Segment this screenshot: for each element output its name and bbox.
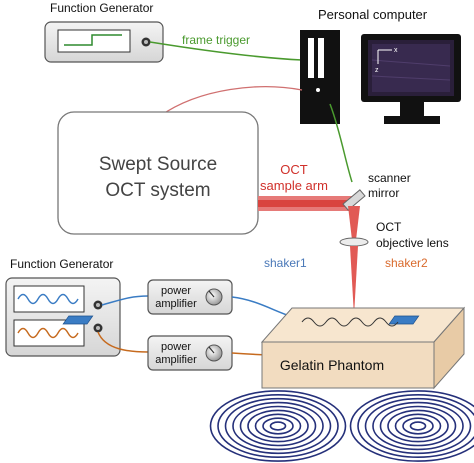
objective-label-line2: objective lens <box>376 236 449 250</box>
shaker1-plate <box>62 315 94 325</box>
scanner-control-cable <box>329 103 353 183</box>
gelatin-phantom <box>260 306 466 390</box>
oct-system-line1: Swept Source <box>99 154 217 175</box>
oct-system-box <box>57 111 259 235</box>
shaker1-label: shaker1 <box>264 256 307 270</box>
objective-label-line1: OCT <box>376 220 402 234</box>
wave-ring <box>387 409 449 443</box>
function-generator-left <box>5 277 121 357</box>
oct-downward-beam <box>348 206 360 240</box>
frame-trigger-cable <box>149 41 303 61</box>
phantom-label: Gelatin Phantom <box>280 357 384 373</box>
sample-arm-line2: sample arm <box>260 178 328 193</box>
wave-ring <box>239 405 317 447</box>
wave-ring <box>394 413 442 439</box>
shear-wave-trace <box>301 317 399 327</box>
wave-ring <box>357 394 474 458</box>
wave-ring <box>247 409 309 443</box>
fg-left-label: Function Generator <box>10 257 113 271</box>
wave-ring <box>217 393 339 458</box>
power-amplifier-1 <box>147 279 233 315</box>
amp2-label-line1: power <box>161 341 191 353</box>
wave-interference-pattern <box>209 390 474 462</box>
amp1-label-line2: amplifier <box>155 298 197 310</box>
pc-monitor: x z <box>361 34 461 124</box>
blue-signal-cable <box>101 295 149 306</box>
wave-ring <box>409 421 427 431</box>
shaker2-plate <box>388 315 420 325</box>
function-generator-top <box>44 21 164 63</box>
shaker2-label: shaker2 <box>385 256 428 270</box>
sample-arm-line1: OCT <box>280 162 308 177</box>
orange-signal-cable <box>97 331 149 353</box>
amp1-label-line1: power <box>161 285 191 297</box>
scanner-label-line1: scanner <box>368 171 411 185</box>
wave-ring <box>379 405 457 447</box>
oct-data-cable <box>159 86 303 117</box>
wave-ring <box>364 397 472 455</box>
amp2-label-line2: amplifier <box>155 354 197 366</box>
wave-ring <box>224 397 332 455</box>
wave-ring <box>209 390 347 462</box>
wave-ring <box>269 421 287 431</box>
axis-z-label: z <box>375 67 379 74</box>
wave-ring <box>349 390 474 462</box>
scanner-mirror <box>342 189 366 211</box>
wave-ring <box>372 401 464 451</box>
wave-ring <box>262 417 294 435</box>
wave-ring <box>232 401 324 451</box>
wave-ring <box>402 417 434 435</box>
wave-ring <box>254 413 302 439</box>
axis-x-label: x <box>394 47 398 54</box>
oct-system-line2: OCT system <box>105 180 210 201</box>
fg-top-label: Function Generator <box>50 1 153 15</box>
scanner-label-line2: mirror <box>368 186 399 200</box>
frame-trigger-label: frame trigger <box>182 33 250 47</box>
pc-label: Personal computer <box>318 7 428 22</box>
pc-tower <box>300 30 340 124</box>
focused-beam <box>350 246 358 316</box>
power-amplifier-2 <box>147 335 233 371</box>
objective-lens <box>339 237 369 247</box>
